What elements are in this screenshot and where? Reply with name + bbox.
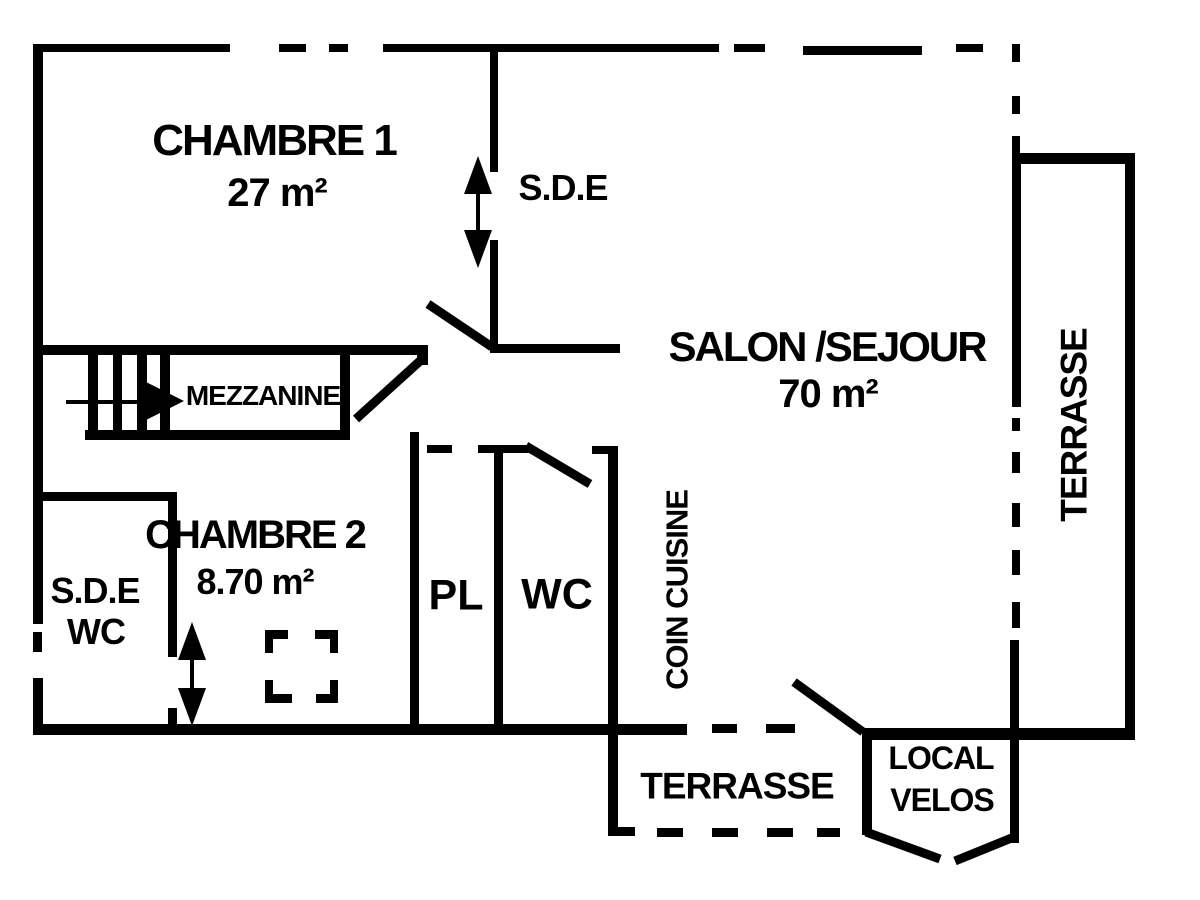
wall-sdewc-right	[168, 492, 177, 657]
skylight-corner-br-h	[316, 694, 338, 703]
door-swing-terrasse	[791, 678, 866, 736]
wall-wc-left	[494, 445, 503, 727]
wall-mezzanine-right	[340, 347, 350, 440]
wall-top-corner-dash	[1012, 44, 1020, 62]
label-chambre2-area: 8.70 m²	[196, 561, 314, 602]
door-swing-chambre1	[425, 300, 495, 351]
door-arrow-sde	[464, 156, 492, 268]
label-mezzanine-name: MEZZANINE	[185, 380, 341, 411]
label-sdewc-line1: S.D.E	[50, 570, 140, 611]
wall-bottom-main	[33, 724, 687, 735]
wall-top-right	[803, 46, 922, 55]
wall-terrasse-left-lower	[1010, 640, 1019, 843]
localvelos-diagonal-left	[864, 827, 942, 864]
wall-chambre1-bottom	[33, 345, 428, 355]
wall-left-lower	[33, 678, 43, 735]
wall-mezzanine-bottom	[85, 430, 350, 440]
stair-riser-3	[137, 352, 147, 436]
skylight-corner-bl-h	[265, 694, 292, 703]
wall-sdewc-top	[38, 492, 177, 501]
skylight-corner-tr-v	[330, 630, 338, 653]
mezzanine-diagonal	[352, 357, 424, 423]
skylight-corner-br-v	[330, 680, 338, 700]
wall-coin-cuisine	[608, 446, 618, 836]
wall-sde-bottom	[490, 344, 620, 353]
terrasse-dash-2	[712, 828, 738, 837]
wall-terrasse-top	[1012, 153, 1135, 164]
wall-bottom-dash-2	[766, 724, 795, 733]
terrasse-dash-4	[817, 828, 840, 837]
wall-top-dash-3	[734, 44, 765, 52]
wall-door-stub	[417, 355, 428, 365]
wall-terrasse-left-solid	[1012, 153, 1021, 407]
wall-left-upper	[33, 44, 43, 624]
wall-top-mid	[383, 44, 719, 52]
label-sdewc-line2: WC	[67, 611, 126, 652]
label-sde-name: S.D.E	[518, 167, 608, 208]
wall-chambre1-right-lower	[490, 240, 498, 348]
wall-chambre1-right-upper	[490, 52, 498, 172]
skylight-corner-bl-v	[265, 680, 273, 703]
wall-right-dash-2	[1012, 136, 1020, 155]
wall-right-dash-1	[1012, 96, 1020, 114]
skylight-corner-tl-v	[265, 630, 273, 653]
door-swing-wc	[523, 442, 593, 488]
wall-terrasse-left-dash-3	[1012, 503, 1020, 527]
terrasse-dash-3	[767, 828, 793, 837]
wall-bottom-right	[862, 728, 1135, 740]
wall-sdewc-right-stub	[168, 708, 177, 727]
wall-left-window-stub	[33, 632, 42, 652]
wall-wc-right-top	[592, 446, 618, 454]
stair-riser-1	[88, 352, 98, 436]
wall-terrasse-right	[1125, 153, 1135, 737]
wall-terrasse-left-dash-1	[1012, 418, 1020, 431]
label-salon-name: SALON /SEJOUR	[668, 323, 987, 370]
label-terrasse-bottom: TERRASSE	[640, 765, 834, 807]
wall-localvelos-left	[862, 728, 872, 835]
skylight-corner-tl-h	[265, 630, 288, 639]
wall-terrasse-bottom-foot	[608, 827, 635, 836]
label-wc-name: WC	[521, 570, 593, 619]
wall-pl-top-dash	[427, 445, 452, 453]
wall-wc-top	[478, 445, 530, 453]
label-chambre1-area: 27 m²	[227, 171, 327, 215]
skylight-corner-tr-h	[315, 630, 338, 639]
label-coin-cuisine: COIN CUISINE	[659, 490, 695, 690]
wall-terrasse-left-dash-5	[1012, 602, 1020, 628]
label-pl-name: PL	[428, 571, 484, 620]
door-arrow-sdewc	[178, 622, 206, 726]
wall-top-left	[33, 44, 230, 52]
wall-bottom-dash-1	[712, 724, 737, 733]
label-terrasse-right: TERRASSE	[1053, 328, 1095, 522]
stair-riser-2	[113, 352, 122, 436]
label-salon-area: 70 m²	[778, 372, 878, 416]
wall-top-dash-1	[279, 44, 306, 52]
wall-top-dash-4	[956, 44, 983, 52]
wall-terrasse-left-dash-2	[1012, 452, 1020, 473]
localvelos-diagonal-right	[953, 832, 1016, 866]
label-localvelos-line1: LOCAL	[888, 740, 994, 776]
wall-terrasse-left-dash-4	[1012, 550, 1020, 575]
label-chambre2-name: CHAMBRE 2	[145, 513, 367, 557]
label-chambre1-name: CHAMBRE 1	[152, 116, 398, 165]
terrasse-dash-1	[657, 828, 683, 837]
label-localvelos-line2: VELOS	[890, 782, 994, 818]
stair-riser-4	[160, 352, 170, 436]
wall-top-dash-2	[329, 44, 348, 52]
wall-pl-left	[410, 432, 419, 727]
